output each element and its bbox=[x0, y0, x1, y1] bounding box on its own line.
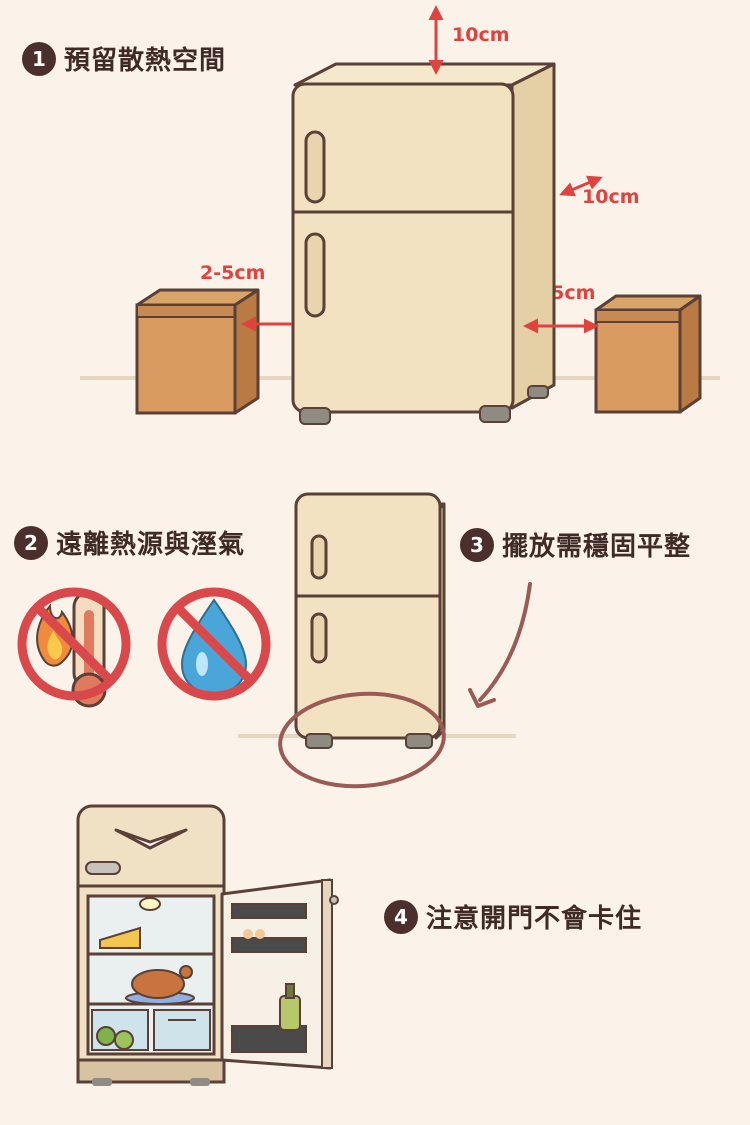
step-1-heading: 1 預留散熱空間 bbox=[22, 40, 226, 77]
step-4-badge: 4 bbox=[384, 899, 418, 934]
step-4-title: 注意開門不會卡住 bbox=[426, 904, 643, 934]
pointer-arrow bbox=[478, 582, 532, 702]
step-3-title: 擺放需穩固平整 bbox=[502, 532, 692, 562]
open-fridge bbox=[76, 804, 339, 1086]
left-clearance-label: 2-5cm bbox=[200, 262, 266, 284]
back-clearance-arrow bbox=[559, 175, 603, 197]
feet-highlight-circle bbox=[278, 691, 446, 789]
step-3-heading: 3 擺放需穩固平整 bbox=[460, 526, 691, 563]
level-fridge bbox=[294, 492, 442, 740]
step-2-badge: 2 bbox=[14, 525, 48, 560]
step-4-heading: 4 注意開門不會卡住 bbox=[384, 898, 642, 935]
main-fridge bbox=[291, 62, 556, 425]
step-1-title: 預留散熱空間 bbox=[64, 46, 227, 76]
no-moisture-icon bbox=[157, 587, 271, 701]
step-2-title: 遠離熱源與溼氣 bbox=[56, 530, 246, 560]
section-3-scene bbox=[238, 492, 532, 789]
section-1-scene bbox=[80, 4, 720, 425]
left-cardboard-box bbox=[135, 288, 260, 415]
step-2-heading: 2 遠離熱源與溼氣 bbox=[14, 524, 245, 561]
right-cardboard-box bbox=[594, 294, 702, 414]
step-1-badge: 1 bbox=[22, 41, 56, 76]
no-heat-source-icon bbox=[17, 587, 131, 708]
top-clearance-label: 10cm bbox=[452, 24, 510, 46]
step-3-badge: 3 bbox=[460, 527, 494, 562]
